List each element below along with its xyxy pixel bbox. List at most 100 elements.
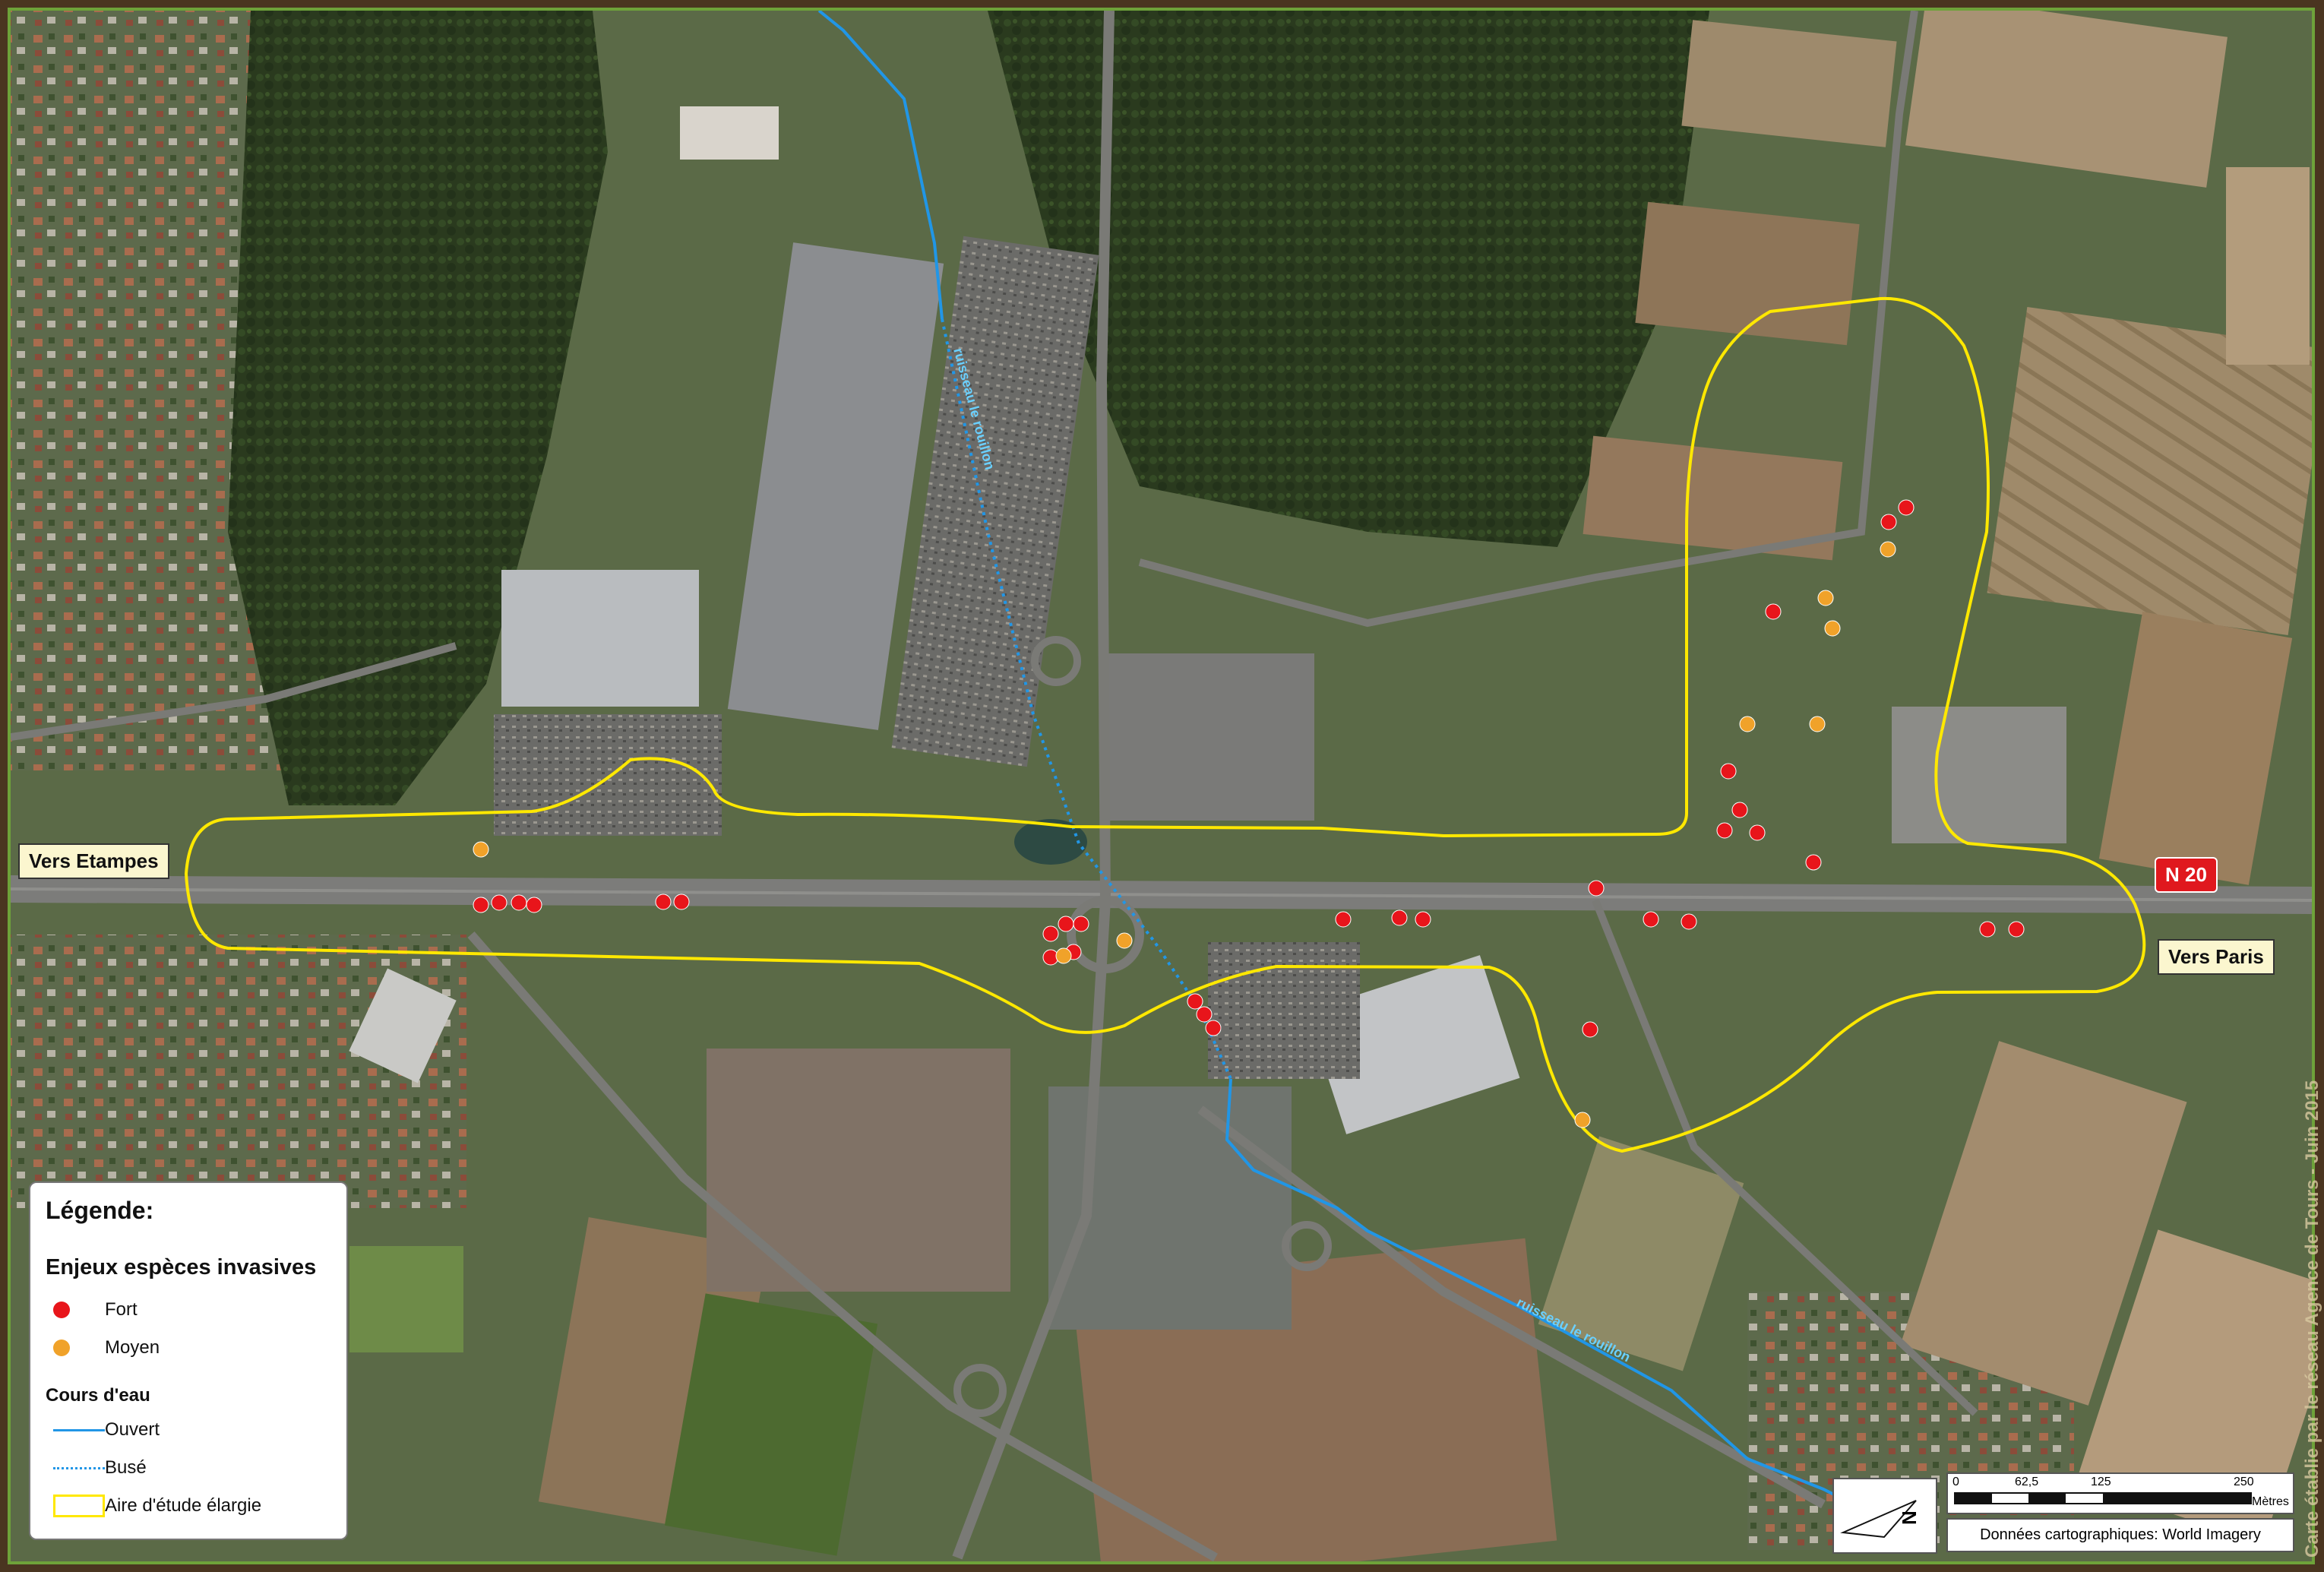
pond	[1014, 819, 1087, 865]
moyen-dot-icon	[53, 1340, 70, 1356]
greenhouse-building	[501, 570, 699, 707]
map-canvas[interactable]: ruisseau le rouillon ruisseau le rouillo…	[11, 11, 2312, 1561]
invasive-point-fort[interactable]	[1880, 514, 1897, 530]
points-fort-layer	[473, 499, 2025, 1038]
roundabout-south	[953, 1364, 1007, 1417]
study-area-box-icon	[53, 1495, 105, 1517]
invasive-point-fort[interactable]	[1391, 909, 1408, 926]
invasive-point-fort[interactable]	[526, 897, 542, 913]
invasive-point-fort[interactable]	[1415, 911, 1431, 928]
field-sw-green	[349, 1246, 463, 1352]
invasive-point-fort[interactable]	[1765, 603, 1782, 620]
invasive-point-fort[interactable]	[1073, 916, 1089, 932]
road-n20-median	[11, 887, 2312, 902]
field-ne-4	[1583, 435, 1843, 561]
field-ne-1	[1681, 20, 1897, 147]
invasive-point-moyen[interactable]	[1824, 620, 1841, 637]
forest-north	[988, 11, 1709, 547]
invasive-point-moyen[interactable]	[1739, 716, 1756, 732]
invasive-point-moyen[interactable]	[1880, 541, 1896, 558]
invasive-point-fort[interactable]	[1749, 824, 1766, 841]
invasive-point-fort[interactable]	[1588, 880, 1605, 897]
field-ne-6	[2226, 167, 2310, 365]
roundabout-central	[1067, 896, 1144, 973]
road-badge-n20: N 20	[2155, 857, 2218, 893]
parking-south	[1208, 942, 1360, 1079]
scale-unit: Mètres	[2252, 1495, 2289, 1508]
field-e-1	[2098, 612, 2293, 885]
invasive-point-fort[interactable]	[2008, 921, 2025, 938]
svg-text:N: N	[1898, 1510, 1921, 1525]
legend-label-ouvert: Ouvert	[105, 1419, 160, 1440]
aerial-map[interactable]: ruisseau le rouillon ruisseau le rouillo…	[8, 8, 2315, 1564]
scale-bar-graphic	[1954, 1492, 2252, 1504]
label-vers-paris: Vers Paris	[2158, 939, 2275, 975]
legend-row-fort: Fort	[46, 1291, 331, 1329]
invasive-point-fort[interactable]	[1643, 911, 1659, 928]
legend-row-ouvert: Ouvert	[46, 1411, 331, 1449]
legend-row-moyen: Moyen	[46, 1329, 331, 1367]
open-stream-line-icon	[53, 1428, 105, 1431]
legend-water-title: Cours d'eau	[46, 1385, 150, 1406]
side-credit: Carte établie par le réseau Agence de To…	[2302, 1080, 2322, 1558]
invasive-point-fort[interactable]	[1205, 1020, 1222, 1036]
map-credit: Données cartographiques: World Imagery	[1946, 1518, 2294, 1552]
fort-dot-icon	[53, 1302, 70, 1318]
invasive-point-fort[interactable]	[1042, 925, 1059, 942]
invasive-point-fort[interactable]	[1805, 854, 1822, 871]
mall-building	[727, 242, 944, 730]
invasive-point-fort[interactable]	[1716, 822, 1733, 839]
invasive-point-fort[interactable]	[673, 894, 690, 910]
invasive-point-fort[interactable]	[1196, 1006, 1213, 1023]
field-se-2	[2076, 1229, 2312, 1544]
points-moyen-layer	[473, 541, 1896, 1128]
scale-bar: 0 62,5 125 250 Mètres	[1946, 1472, 2294, 1514]
legend-label-aire: Aire d'étude élargie	[105, 1495, 262, 1516]
mall-parking	[891, 236, 1099, 767]
invasive-point-fort[interactable]	[1335, 911, 1352, 928]
invasive-point-fort[interactable]	[1681, 913, 1697, 930]
legend-label-buse: Busé	[105, 1457, 147, 1478]
scale-tick-3: 250	[2234, 1476, 2254, 1488]
invasive-point-fort[interactable]	[1187, 993, 1203, 1010]
scale-tick-1: 62,5	[2015, 1476, 2039, 1488]
building-n	[680, 106, 779, 160]
road-local-2	[1592, 899, 1978, 1416]
invasive-point-moyen[interactable]	[1055, 947, 1072, 964]
roundabout-southeast	[1282, 1221, 1332, 1271]
invasive-point-fort[interactable]	[511, 894, 527, 911]
invasive-point-fort[interactable]	[1898, 499, 1915, 516]
road-local-1	[11, 642, 457, 741]
field-se-1	[1900, 1041, 2187, 1406]
invasive-point-fort[interactable]	[491, 894, 507, 911]
legend-invasive-title: Enjeux espèces invasives	[46, 1255, 317, 1279]
north-arrow: N	[1832, 1478, 1937, 1554]
invasive-point-moyen[interactable]	[1809, 716, 1826, 732]
warehouse-sw	[349, 968, 457, 1083]
field-ne-5	[1987, 307, 2312, 635]
legend-row-buse: Busé	[46, 1449, 331, 1487]
road-ne	[1138, 11, 1918, 628]
label-vers-etampes: Vers Etampes	[18, 843, 169, 879]
roundabout-north	[1031, 636, 1081, 686]
legend-row-aire: Aire d'étude élargie	[46, 1487, 331, 1525]
invasive-point-fort[interactable]	[1731, 802, 1748, 818]
invasive-point-moyen[interactable]	[1116, 932, 1133, 949]
invasive-point-moyen[interactable]	[1574, 1112, 1591, 1128]
invasive-point-fort[interactable]	[1979, 921, 1996, 938]
field-se-3	[1538, 1136, 1744, 1371]
parking-west	[494, 714, 722, 836]
invasive-point-fort[interactable]	[473, 897, 489, 913]
culverted-stream-line-icon	[53, 1466, 105, 1469]
stream-open-north	[817, 11, 944, 320]
forest-west	[228, 11, 608, 805]
invasive-point-fort[interactable]	[1720, 763, 1737, 780]
legend: Légende: Enjeux espèces invasives Fort M…	[29, 1181, 348, 1540]
invasive-point-fort[interactable]	[655, 894, 672, 910]
invasive-point-fort[interactable]	[1058, 916, 1074, 932]
invasive-point-fort[interactable]	[1582, 1021, 1598, 1038]
invasive-point-moyen[interactable]	[1817, 590, 1834, 606]
invasive-point-moyen[interactable]	[473, 841, 489, 858]
legend-label-moyen: Moyen	[105, 1337, 160, 1358]
